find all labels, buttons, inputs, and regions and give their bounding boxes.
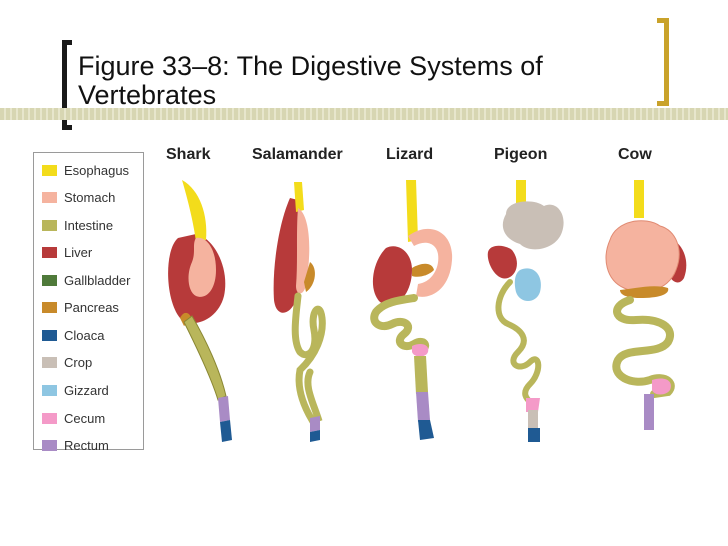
shark-pancreas	[180, 312, 192, 326]
legend-label-cecum: Cecum	[64, 410, 106, 426]
pigeon-cecum	[526, 398, 540, 412]
legend-label-esophagus: Esophagus	[64, 162, 130, 178]
swatch-cecum	[42, 412, 57, 424]
legend-label-gizzard: Gizzard	[64, 382, 109, 398]
lizard-rectum	[416, 392, 430, 422]
salamander-cloaca	[310, 430, 320, 442]
shark-stomach	[188, 237, 216, 297]
pigeon-gizzard	[514, 268, 541, 301]
title-bracket-right	[657, 18, 669, 106]
lizard-digestive-system	[370, 180, 453, 440]
lizard-esophagus	[406, 180, 418, 242]
label-lizard: Lizard	[386, 146, 434, 163]
swatch-pancreas	[42, 301, 57, 313]
legend-label-intestine: Intestine	[64, 217, 114, 233]
cow-digestive-system	[605, 180, 687, 430]
legend-item-crop: Crop	[42, 353, 92, 371]
legend-item-gizzard: Gizzard	[42, 381, 109, 399]
swatch-gizzard	[42, 384, 57, 396]
legend-item-rectum: Rectum	[42, 436, 109, 454]
cow-cecum	[652, 378, 671, 395]
header-band	[0, 108, 728, 120]
legend-item-esophagus: Esophagus	[42, 161, 129, 179]
lizard-intestine	[370, 294, 430, 356]
salamander-digestive-system	[273, 182, 326, 442]
swatch-gallbladder	[42, 274, 57, 286]
pigeon-rectum	[528, 410, 538, 430]
label-cow: Cow	[618, 146, 652, 163]
pigeon-cloaca	[528, 428, 540, 442]
swatch-rectum	[42, 439, 57, 451]
pigeon-digestive-system	[487, 180, 564, 442]
label-salamander: Salamander	[252, 146, 343, 163]
legend-label-liver: Liver	[64, 244, 93, 260]
lizard-liver	[372, 246, 412, 306]
label-pigeon: Pigeon	[494, 146, 548, 163]
swatch-cloaca	[42, 329, 57, 341]
swatch-intestine	[42, 219, 57, 231]
pigeon-liver	[487, 245, 517, 279]
legend-item-gallbladder: Gallbladder	[42, 271, 131, 289]
cow-stomach	[605, 220, 680, 293]
swatch-crop	[42, 356, 57, 368]
salamander-rectum	[310, 416, 320, 432]
cow-intestine	[612, 296, 675, 398]
legend-item-stomach: Stomach	[42, 188, 115, 206]
salamander-pancreas	[304, 262, 315, 292]
lizard-cloaca	[418, 420, 434, 440]
legend: Esophagus Stomach Intestine Liver Gallbl…	[33, 152, 144, 453]
cow-esophagus	[634, 180, 644, 218]
pigeon-crop	[502, 201, 564, 250]
legend-item-cecum: Cecum	[42, 409, 105, 427]
page-title: Figure 33–8: The Digestive Systems of Ve…	[78, 51, 543, 110]
shark-cloaca	[220, 420, 232, 442]
label-shark: Shark	[166, 146, 211, 163]
legend-item-pancreas: Pancreas	[42, 298, 119, 316]
lizard-stomach	[408, 228, 453, 297]
shark-esophagus	[182, 180, 207, 242]
swatch-stomach	[42, 191, 57, 203]
lizard-large-intestine	[414, 356, 428, 394]
legend-label-gallbladder: Gallbladder	[64, 272, 131, 288]
legend-label-pancreas: Pancreas	[64, 299, 119, 315]
legend-item-intestine: Intestine	[42, 216, 113, 234]
lizard-pancreas	[412, 263, 434, 277]
legend-item-cloaca: Cloaca	[42, 326, 104, 344]
legend-label-stomach: Stomach	[64, 189, 116, 205]
swatch-esophagus	[42, 164, 57, 176]
shark-rectum	[218, 396, 230, 422]
swatch-liver	[42, 246, 57, 258]
salamander-liver	[273, 198, 303, 313]
legend-item-liver: Liver	[42, 243, 92, 261]
salamander-esophagus	[294, 182, 304, 212]
legend-label-cloaca: Cloaca	[64, 327, 105, 343]
shark-digestive-system	[168, 180, 232, 442]
lizard-cecum	[412, 344, 429, 357]
legend-label-rectum: Rectum	[64, 437, 109, 453]
cow-rectum	[644, 394, 654, 430]
pigeon-intestine	[495, 279, 542, 407]
cow-pancreas	[620, 286, 669, 298]
legend-label-crop: Crop	[64, 354, 93, 370]
shark-intestine	[183, 315, 227, 401]
salamander-intestine	[291, 292, 326, 425]
salamander-stomach	[296, 208, 310, 294]
title-bracket-left	[62, 40, 72, 130]
